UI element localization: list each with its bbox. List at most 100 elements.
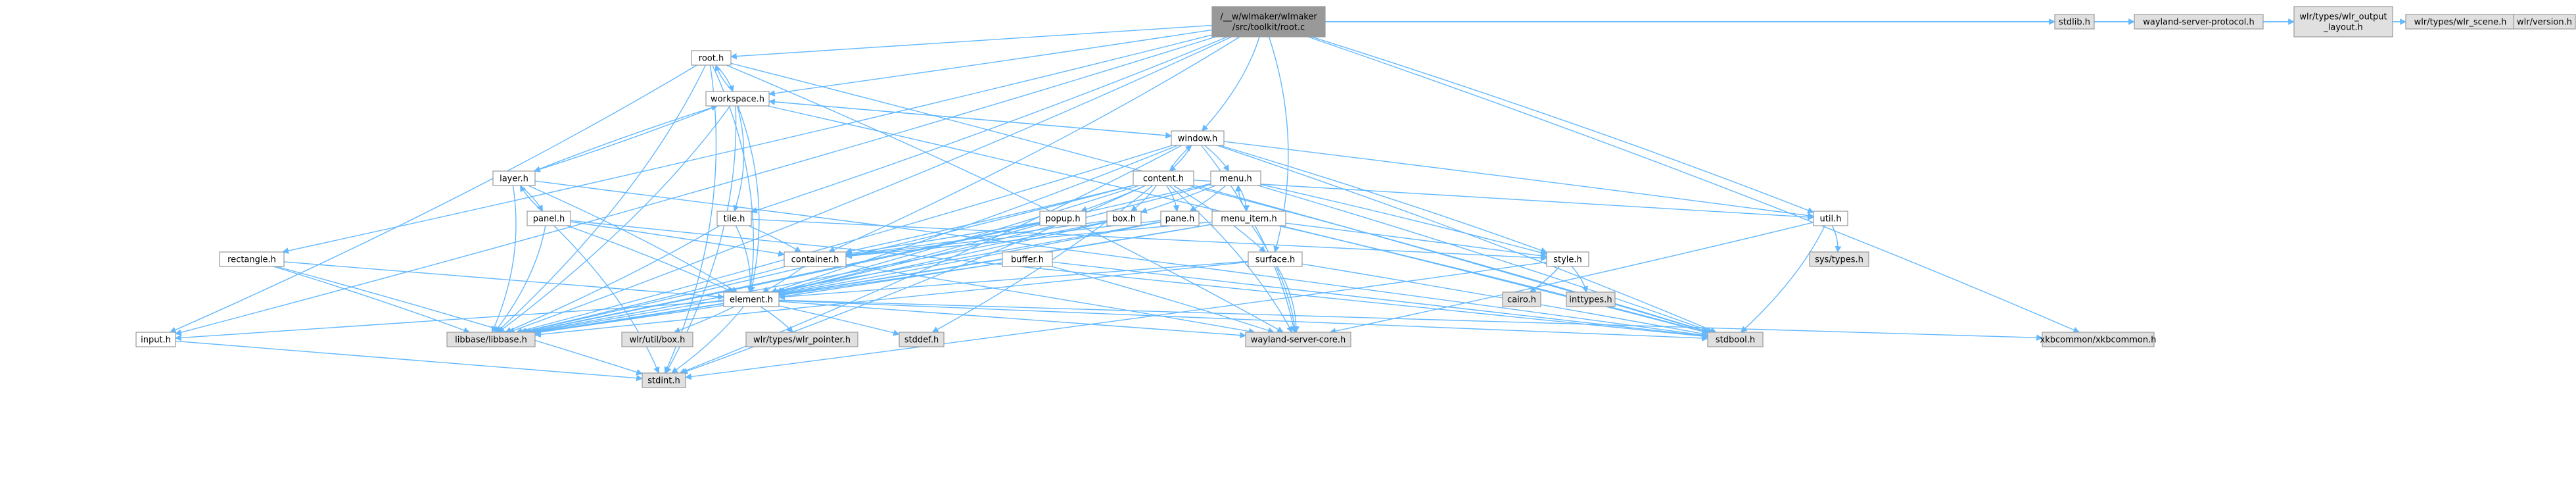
node-element-h[interactable]: element.h (723, 291, 780, 307)
node-label: util.h (1820, 214, 1842, 224)
node-label: input.h (141, 336, 171, 345)
node-box (1002, 251, 1053, 267)
edge-pane_h-to-libbase_h (531, 221, 1161, 335)
node-label: root.h (699, 54, 724, 64)
node-root-h[interactable]: root.h (691, 50, 732, 66)
edge-window_h-to-workspace_h (768, 99, 1172, 137)
node-box (1106, 211, 1142, 226)
node-box (1039, 211, 1087, 226)
node-wlr-scene-h[interactable]: wlr/types/wlr_scene.h (2405, 14, 2516, 30)
node-label: wlr/types/wlr_output (2299, 13, 2387, 22)
edge-element_h-to-stdbool_h (778, 300, 1708, 341)
node-wlr-pointer-h[interactable]: wlr/types/wlr_pointer.h (745, 332, 858, 347)
node-box (723, 291, 780, 307)
node-label: xkbcommon/xkbcommon.h (2040, 336, 2157, 345)
edge-util_h-to-wayland_server_core_h (1329, 222, 1814, 334)
edge-workspace_h-to-libbase_h (498, 105, 731, 333)
node-rectangle-h[interactable]: rectangle.h (219, 251, 285, 267)
edge-panel_h-to-layer_h (519, 185, 543, 212)
edge-menu_item_h-to-wayland_server_core_h (1251, 225, 1298, 333)
edge-content_h-to-wayland_server_core_h (1169, 185, 1293, 333)
node-box (691, 50, 732, 66)
node-box (716, 211, 752, 226)
edge-layer_h-to-element_h (528, 185, 738, 293)
node-label: wayland-server-core.h (1251, 336, 1346, 345)
node-wlr-box-h[interactable]: wlr/util/box.h (621, 332, 693, 347)
node-pane-h[interactable]: pane.h (1160, 211, 1200, 226)
node-stdlib-h[interactable]: stdlib.h (2054, 14, 2095, 30)
node-label: buffer.h (1011, 255, 1044, 265)
node-label: stddef.h (904, 336, 939, 345)
edge-element_h-to-stdint_h (671, 306, 744, 374)
node-wayland-server-core-h[interactable]: wayland-server-core.h (1245, 332, 1351, 347)
node-label: cairo.h (1507, 295, 1536, 305)
edge-menu_h-to-pane_h (1189, 185, 1227, 212)
node-label: libbase/libbase.h (455, 336, 527, 345)
node-box (2134, 14, 2264, 30)
edge-tile_h-to-container_h (748, 225, 802, 253)
node-stdint-h[interactable]: stdint.h (642, 372, 686, 388)
node-wayland-server-protocol-h[interactable]: wayland-server-protocol.h (2134, 14, 2264, 30)
node-box (1566, 291, 1616, 307)
node-label: box.h (1112, 214, 1136, 224)
node-label: content.h (1143, 174, 1184, 184)
node-surface-h[interactable]: surface.h (1248, 251, 1303, 267)
edge-panel_h-to-element_h (567, 225, 734, 293)
node-util-h[interactable]: util.h (1813, 211, 1848, 226)
node-stddef-h[interactable]: stddef.h (899, 332, 945, 347)
node-inttypes-h[interactable]: inttypes.h (1566, 291, 1616, 307)
node-container-h[interactable]: container.h (784, 251, 847, 267)
edge-element_h-to-wayland_server_core_h (778, 301, 1246, 339)
edge-root_h-to-stdbool_h (730, 63, 1710, 334)
edge-root_h-to-libbase_h (496, 64, 707, 333)
edge-box_h-to-libbase_h (528, 221, 1108, 335)
node-stdbool-h[interactable]: stdbool.h (1707, 332, 1764, 347)
node-menu-item-h[interactable]: menu_item.h (1211, 211, 1286, 226)
dependency-edges (169, 18, 2514, 382)
edge-window_h-to-element_h (770, 145, 1178, 293)
edge-tile_h-to-element_h (735, 225, 754, 293)
node-label: style.h (1553, 255, 1582, 265)
edge-window_h-to-style_h (1219, 145, 1547, 254)
node-sys-types-h[interactable]: sys/types.h (1809, 251, 1869, 267)
node-tile-h[interactable]: tile.h (716, 211, 752, 226)
edge-element_h-to-wlr_box_h (673, 306, 735, 334)
node-content-h[interactable]: content.h (1133, 170, 1194, 186)
node-box-h[interactable]: box.h (1106, 211, 1142, 226)
edge-style_h-to-inttypes_h (1571, 266, 1589, 293)
node-box (1248, 251, 1303, 267)
node-wlr-output-layout-h[interactable]: wlr/types/wlr_output_layout.h (2293, 6, 2393, 38)
node-input-h[interactable]: input.h (135, 332, 176, 347)
node-wlr-version-h[interactable]: wlr/version.h (2513, 14, 2576, 30)
edge-window_h-to-menu_h (1204, 145, 1230, 172)
node-cairo-h[interactable]: cairo.h (1502, 291, 1541, 307)
node-window-h[interactable]: window.h (1171, 130, 1225, 146)
edge-menu_h-to-style_h (1260, 184, 1547, 256)
edge-container_h-to-element_h (762, 266, 804, 293)
node-menu-h[interactable]: menu.h (1210, 170, 1261, 186)
edge-root_c-to-input_h (175, 36, 1216, 336)
edge-root_c-to-util_h (1311, 36, 1814, 214)
node-xkbcommon-h[interactable]: xkbcommon/xkbcommon.h (2040, 332, 2157, 347)
node-libbase-h[interactable]: libbase/libbase.h (446, 332, 536, 347)
node-panel-h[interactable]: panel.h (527, 211, 571, 226)
node-label: /src/toolkit/root.c (1232, 23, 1305, 33)
edge-root_c-to-libbase_h (508, 36, 1232, 334)
edge-util_h-to-sys_types_h (1831, 225, 1842, 253)
node-buffer-h[interactable]: buffer.h (1002, 251, 1053, 267)
edge-util_h-to-stdbool_h (1740, 225, 1825, 333)
edge-element_h-to-stddef_h (778, 305, 900, 336)
edge-menu_item_h-to-menu_h (1234, 185, 1247, 212)
node-popup-h[interactable]: popup.h (1039, 211, 1087, 226)
node-layer-h[interactable]: layer.h (492, 170, 536, 186)
edge-pane_h-to-element_h (778, 221, 1161, 297)
node-label: surface.h (1255, 255, 1295, 265)
edge-content_h-to-box_h (1131, 185, 1157, 212)
node-label: inttypes.h (1569, 295, 1612, 305)
edge-root_c-to-tile_h (751, 36, 1228, 214)
node-style-h[interactable]: style.h (1546, 251, 1589, 267)
node-box (1809, 251, 1869, 267)
node-workspace-h[interactable]: workspace.h (705, 91, 770, 107)
node-root-c[interactable]: /__w/wlmaker/wlmaker/src/toolkit/root.c (1211, 6, 1326, 38)
edge-rectangle_h-to-element_h (283, 261, 724, 300)
